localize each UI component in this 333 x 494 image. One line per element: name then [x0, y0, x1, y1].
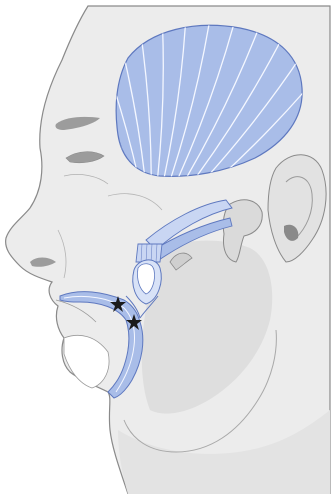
head-illustration — [0, 0, 333, 494]
anatomy-figure — [0, 0, 333, 494]
